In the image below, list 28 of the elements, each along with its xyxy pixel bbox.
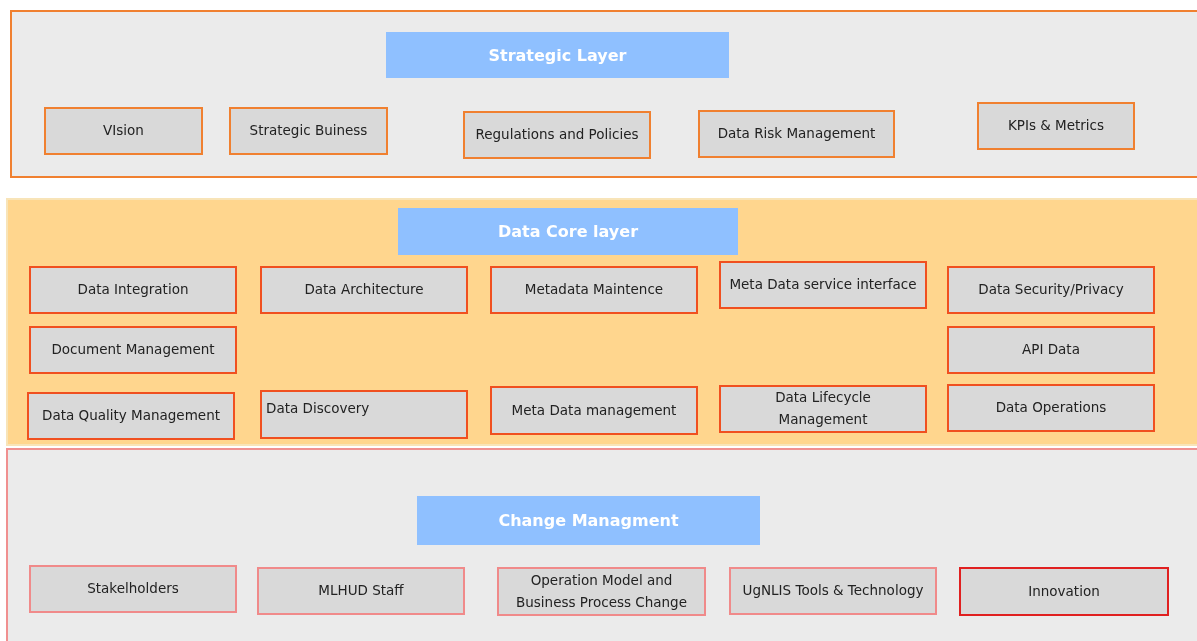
component-box: Data Operations — [947, 384, 1155, 432]
layer-title: Change Managment — [417, 496, 760, 545]
layer-title: Data Core layer — [398, 208, 738, 255]
component-box: Innovation — [959, 567, 1169, 616]
layer-panel — [6, 448, 1197, 641]
component-box: API Data — [947, 326, 1155, 374]
component-box: Meta Data service interface — [719, 261, 927, 309]
component-box: Data Discovery — [260, 390, 468, 439]
component-box: Data Security/Privacy — [947, 266, 1155, 314]
component-box: Metadata Maintence — [490, 266, 698, 314]
component-box: KPIs & Metrics — [977, 102, 1135, 150]
component-box: Operation Model and Business Process Change — [497, 567, 706, 616]
layer-title: Strategic Layer — [386, 32, 729, 78]
layer-panel — [10, 10, 1197, 178]
component-box: Data Risk Management — [698, 110, 895, 158]
component-box: Data Lifecycle Management — [719, 385, 927, 433]
component-box: VIsion — [44, 107, 203, 155]
component-box: Data Integration — [29, 266, 237, 314]
component-box: Strategic Buiness — [229, 107, 388, 155]
component-box: UgNLIS Tools & Technology — [729, 567, 937, 615]
component-box: Data Architecture — [260, 266, 468, 314]
component-box: Meta Data management — [490, 386, 698, 435]
component-box: Data Quality Management — [27, 392, 235, 440]
layer-panel — [6, 198, 1197, 446]
component-box: MLHUD Staff — [257, 567, 465, 615]
component-box: Stakelholders — [29, 565, 237, 613]
component-box: Regulations and Policies — [463, 111, 651, 159]
component-box: Document Management — [29, 326, 237, 374]
